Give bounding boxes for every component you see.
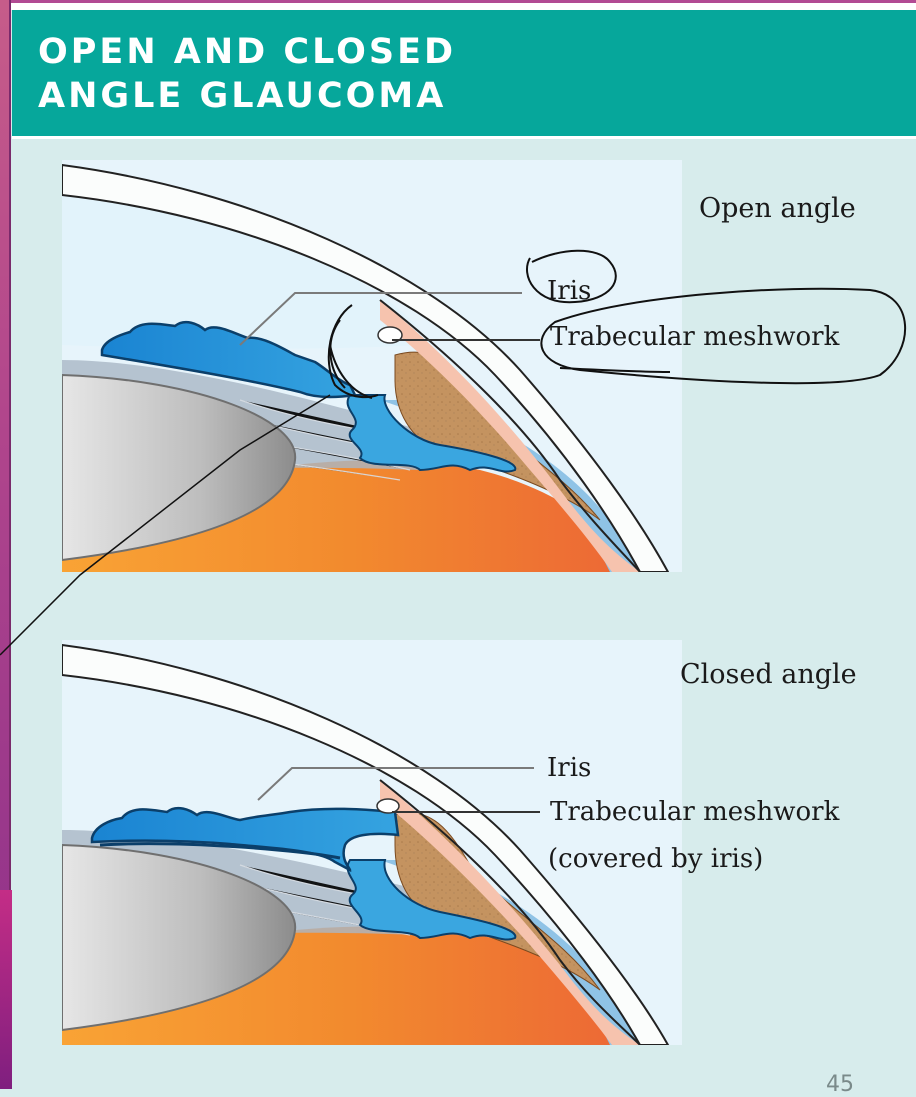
- open-angle-meshwork-label: Trabecular meshwork: [550, 321, 839, 353]
- closed-angle-meshwork-note: (covered by iris): [548, 843, 763, 875]
- open-angle-iris-label: Iris: [547, 275, 591, 307]
- closed-angle-meshwork-label: Trabecular meshwork: [550, 796, 839, 828]
- left-accent-block: [0, 890, 12, 1089]
- open-angle-illustration: [62, 160, 682, 572]
- open-angle-heading: Open angle: [699, 193, 856, 225]
- closed-angle-iris-label: Iris: [547, 752, 591, 784]
- closed-angle-heading: Closed angle: [680, 659, 857, 691]
- page-number: 45: [826, 1072, 854, 1097]
